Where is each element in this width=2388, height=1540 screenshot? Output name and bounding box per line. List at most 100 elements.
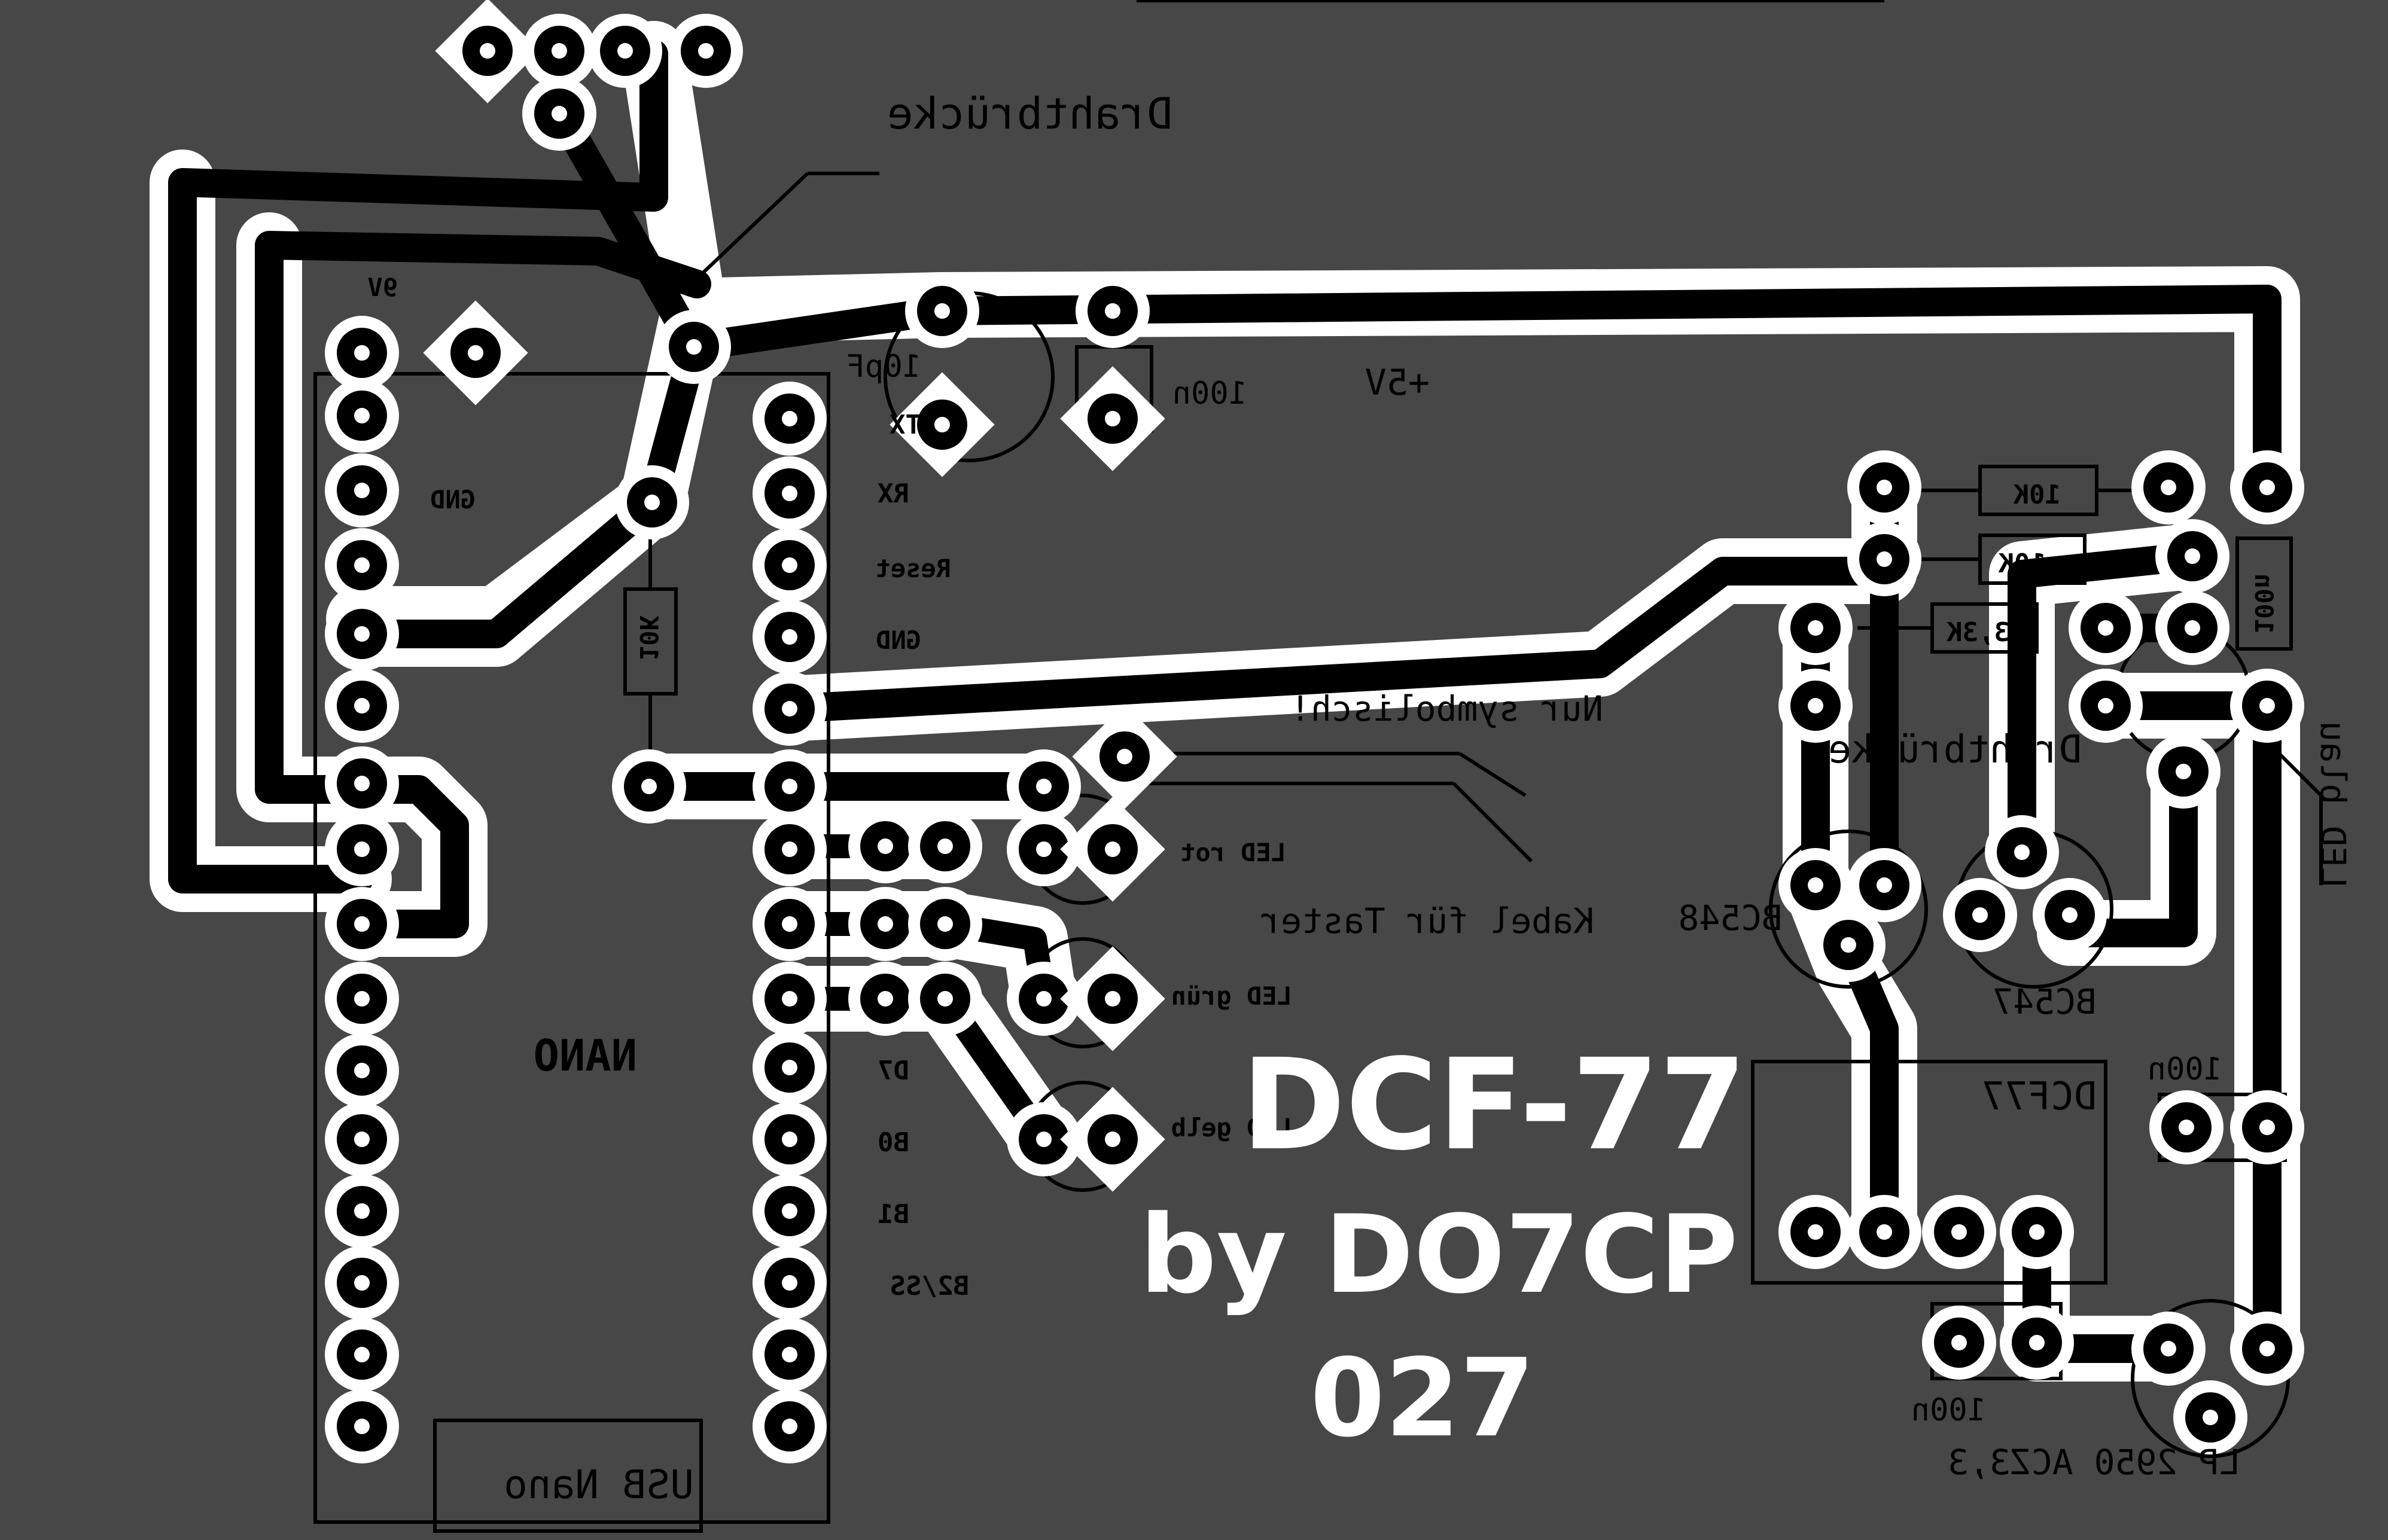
pad-drill-hole [937,991,953,1007]
label-10k-a: 10K [2013,480,2061,510]
pad-drill-hole [1105,991,1120,1007]
pad-drill-hole [2098,698,2113,713]
nano-left-pin-drill-hole [354,1347,370,1362]
bc548-outline [1769,830,1928,989]
label-kabel-taster: Kabel für Taster [1260,901,1594,941]
nano-left-pin-drill-hole [354,1063,370,1078]
connector-pin-drill-hole [552,43,567,59]
pad-drill-hole [1841,937,1856,953]
pad-drill-hole [1951,1224,1967,1240]
pad-drill-hole [2259,1341,2275,1356]
pad-drill-hole [2029,1224,2045,1240]
label-b2ss: B2/SS [890,1271,969,1301]
title-number: 027 [1310,1336,1535,1461]
label-nur-symbolisch: Nur symbolisch! [1290,688,1603,729]
nano-right-pin-drill-hole [782,411,797,426]
pad-drill-hole [1808,1224,1823,1240]
pad-drill-hole [878,991,893,1007]
pad-drill-hole [2176,764,2191,779]
pad-drill-hole [878,838,893,854]
pad-drill-hole [2062,907,2078,923]
connector-pin-drill-hole [617,43,633,59]
pad-drill-hole [644,495,660,510]
nano-left-pin-drill-hole [354,916,370,932]
pad-drill-hole [2203,1410,2218,1425]
label-tx: TX [890,410,921,440]
pad-drill-hole [1877,877,1892,893]
nano-left-pin-drill-hole [354,1275,370,1291]
label-100n-top: 100n [1172,376,1247,411]
pad-drill-hole [2185,620,2200,636]
pad-drill-hole [2161,480,2176,495]
label-gnd-left: GND [430,485,476,514]
label-bc548: BC548 [1678,898,1783,938]
pad-drill-hole [1036,779,1052,794]
pad-drill-hole [2098,620,2113,636]
connector-pin-drill-hole [480,43,495,59]
pad-drill-hole [1105,411,1120,426]
pad-drill-hole [1036,841,1052,857]
nano-left-pin-drill-hole [354,776,370,791]
pad-drill-hole [686,339,702,355]
title-dcf77: DCF-77 [1241,1032,1747,1178]
nano-left-pin-drill-hole [354,626,370,642]
pad-drill-hole [1951,1335,1967,1350]
pad-drill-hole [2185,548,2200,564]
pad-drill-hole [937,916,953,932]
label-gnd-mid: GND [876,626,921,655]
nano-left-pin-drill-hole [354,1203,370,1219]
nano-left-pin-drill-hole [354,408,370,423]
nano-right-pin-drill-hole [782,779,797,794]
pad-drill-hole [2029,1335,2045,1350]
pad-drill-hole [1036,991,1052,1007]
pad-drill-hole [1808,698,1823,713]
label-usb-nano: USB Nano [504,1462,694,1508]
pads [325,0,2304,1463]
label-9v: 9V [367,273,398,302]
pad-drill-hole [1105,1132,1120,1147]
pad-drill-hole [2259,480,2275,495]
nano-left-pin-drill-hole [354,1419,370,1434]
trace-5v-rail [680,285,2282,502]
pad-drill-hole [1808,620,1823,636]
trace-gnd-outer [168,39,668,893]
nano-right-pin-drill-hole [782,1347,797,1362]
nano-right-pin-drill-hole [782,1203,797,1219]
nano-right-pin-drill-hole [782,1132,797,1147]
label-led-gelb: LED gelb [1171,1113,1292,1142]
label-nano: NANO [534,1030,637,1081]
pad-drill-hole [934,303,950,319]
nano-left-pin-drill-hole [354,991,370,1007]
nano-left-pin-drill-hole [354,1132,370,1147]
nano-right-pin-drill-hole [782,1060,797,1075]
label-plus5v: +5V [1365,362,1430,404]
label-d7: D7 [878,1056,909,1086]
jumper-pointer-top [686,172,809,289]
nano-left-pin-drill-hole [354,483,370,498]
usb-outline [433,1419,703,1533]
label-b1: B1 [878,1199,909,1230]
pad-drill-hole [2179,1120,2194,1135]
trace-bc547-base [2008,542,2207,867]
pad-drill-hole [937,838,953,854]
label-3k3: 3,3K [1947,617,2010,648]
pad-drill-hole [1117,749,1132,764]
nano-right-pin-drill-hole [782,557,797,573]
pad-drill-hole [2259,698,2275,713]
label-drahtbruecke-right: Drahtbrücke [1828,728,2082,772]
label-drahtbruecke-top: Drahtbrücke [887,89,1172,139]
connector-pin-drill-hole [698,43,714,59]
pad-drill-hole [1105,841,1120,857]
label-10pf: 10pF [846,349,921,385]
nano-right-pin-drill-hole [782,629,797,645]
pad-drill-hole [1972,907,1988,923]
nano-left-pin-drill-hole [354,698,370,713]
pad-drill-hole [2259,1120,2275,1135]
nano-left-pin-drill-hole [354,557,370,573]
label-10k-vert: 10K [634,615,663,661]
nano-right-pin-drill-hole [782,1419,797,1434]
label-regulator: LP 2950 ACZ3,3 [1948,1442,2240,1483]
pad-drill-hole [1877,1224,1892,1240]
label-dcf77-module: DCF77 [1981,1075,2097,1119]
nano-left-pin-drill-hole [354,345,370,361]
